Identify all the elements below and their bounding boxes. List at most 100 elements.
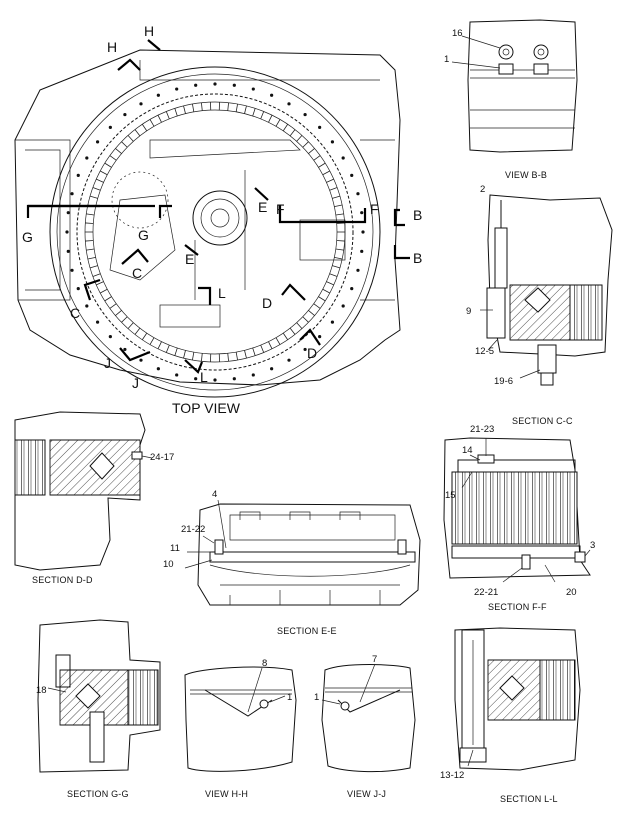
bolt-hole bbox=[70, 192, 74, 196]
view-bb: 16 1 VIEW B-B bbox=[444, 19, 578, 180]
gear-tooth bbox=[289, 327, 296, 335]
gear-tooth bbox=[104, 296, 112, 302]
gear-tooth bbox=[96, 178, 104, 183]
bolt-hole bbox=[95, 140, 100, 144]
callout-8: 8 bbox=[262, 658, 267, 669]
gear-tooth bbox=[134, 327, 141, 335]
gear-tooth bbox=[87, 256, 96, 260]
callout-21-22: 21-22 bbox=[181, 524, 205, 535]
section-letter-f: F bbox=[370, 201, 379, 217]
bolt-hole bbox=[251, 87, 255, 91]
bolt-hole bbox=[139, 358, 143, 362]
gear-tooth bbox=[183, 350, 186, 359]
gear-tooth bbox=[115, 310, 122, 316]
section-letter-b: B bbox=[413, 250, 422, 266]
section-gg-caption: SECTION G-G bbox=[67, 789, 129, 799]
callout-10: 10 bbox=[163, 559, 174, 570]
gear-tooth bbox=[165, 344, 170, 353]
bolt-hole bbox=[108, 335, 112, 339]
view-hh-caption: VIEW H-H bbox=[205, 789, 248, 799]
callout-16: 16 bbox=[452, 28, 463, 39]
gear-tooth bbox=[252, 108, 256, 117]
gear-tooth bbox=[192, 103, 195, 112]
callout-14: 14 bbox=[462, 445, 473, 456]
gear-tooth bbox=[121, 316, 128, 323]
bolt-hole bbox=[287, 358, 291, 362]
gear-tooth bbox=[201, 353, 203, 362]
section-letter-h: H bbox=[144, 23, 154, 39]
gear-tooth bbox=[322, 170, 330, 176]
bolt-hole bbox=[361, 230, 365, 234]
callout-1: 1 bbox=[444, 54, 449, 65]
gear-tooth bbox=[227, 102, 229, 111]
gear-tooth bbox=[192, 352, 195, 361]
bolt-hole bbox=[70, 268, 74, 272]
gear-tooth bbox=[157, 341, 162, 350]
section-letter-j: J bbox=[132, 375, 139, 391]
view-jj-caption: VIEW J-J bbox=[347, 789, 386, 799]
gear-tooth bbox=[86, 213, 95, 216]
bolt-hole bbox=[66, 211, 70, 215]
callout-1: 1 bbox=[314, 692, 319, 703]
gear-tooth bbox=[268, 114, 273, 123]
bolt-hole bbox=[270, 93, 274, 97]
section-letter-f: F bbox=[276, 201, 285, 217]
gear-tooth bbox=[282, 332, 289, 340]
section-letter-j: J bbox=[104, 355, 111, 371]
bolt-hole bbox=[303, 347, 307, 352]
gear-tooth bbox=[141, 332, 148, 340]
bolt-hole bbox=[85, 156, 89, 160]
gear-tooth bbox=[289, 129, 296, 137]
bolt-hole bbox=[108, 125, 112, 129]
callout-1: 1 bbox=[287, 692, 292, 703]
gear-tooth bbox=[127, 322, 134, 329]
section-letter-c: C bbox=[70, 305, 80, 321]
gear-tooth bbox=[275, 337, 281, 345]
bolt-hole bbox=[65, 230, 69, 234]
bolt-hole bbox=[251, 373, 255, 377]
gear-tooth bbox=[115, 148, 122, 154]
section-ll-caption: SECTION L-L bbox=[500, 794, 558, 804]
gear-tooth bbox=[335, 248, 344, 251]
bolt-hole bbox=[213, 378, 217, 382]
callout-4: 4 bbox=[212, 489, 217, 500]
bolt-hole bbox=[139, 102, 143, 106]
bolt-hole bbox=[318, 125, 322, 129]
section-letter-d: D bbox=[307, 345, 317, 361]
gear-tooth bbox=[332, 265, 341, 269]
callout-18: 18 bbox=[36, 685, 47, 696]
gear-tooth bbox=[326, 178, 334, 183]
gear-tooth bbox=[244, 350, 247, 359]
view-hh: 8 1 VIEW H-H bbox=[184, 658, 297, 799]
bolt-hole bbox=[330, 140, 335, 144]
gear-tooth bbox=[109, 303, 117, 309]
bolt-hole bbox=[303, 112, 307, 117]
gear-tooth bbox=[296, 135, 303, 142]
bolt-hole bbox=[318, 335, 322, 339]
gear-tooth bbox=[268, 341, 273, 350]
gear-tooth bbox=[89, 195, 98, 199]
gear-tooth bbox=[308, 148, 315, 154]
section-ee: 4 21-22 11 10 SECTION E-E bbox=[163, 489, 421, 636]
callout-13-12: 13-12 bbox=[440, 770, 464, 781]
gear-tooth bbox=[302, 316, 309, 323]
callout-12-5: 12-5 bbox=[475, 346, 494, 357]
bolt-hole bbox=[341, 156, 345, 160]
gear-tooth bbox=[336, 240, 345, 242]
gear-tooth bbox=[86, 248, 95, 251]
gear-tooth bbox=[149, 337, 155, 345]
callout-19-6: 19-6 bbox=[494, 376, 513, 387]
bolt-hole bbox=[123, 347, 127, 352]
bolt-hole bbox=[76, 173, 80, 177]
bolt-hole bbox=[95, 320, 100, 324]
gear-tooth bbox=[174, 108, 178, 117]
gear-tooth bbox=[329, 273, 338, 277]
callout-15: 15 bbox=[445, 490, 456, 501]
section-cc: 2 9 12-5 19-6 SECTION C-C bbox=[466, 184, 613, 426]
top-view: H H G G C C E E F F B B D D L L J J TOP … bbox=[14, 23, 422, 416]
gear-tooth bbox=[92, 187, 101, 191]
gear-tooth bbox=[100, 288, 108, 294]
gear-tooth bbox=[141, 124, 148, 132]
section-letter-g: G bbox=[138, 227, 149, 243]
section-dd-caption: SECTION D-D bbox=[32, 575, 93, 585]
